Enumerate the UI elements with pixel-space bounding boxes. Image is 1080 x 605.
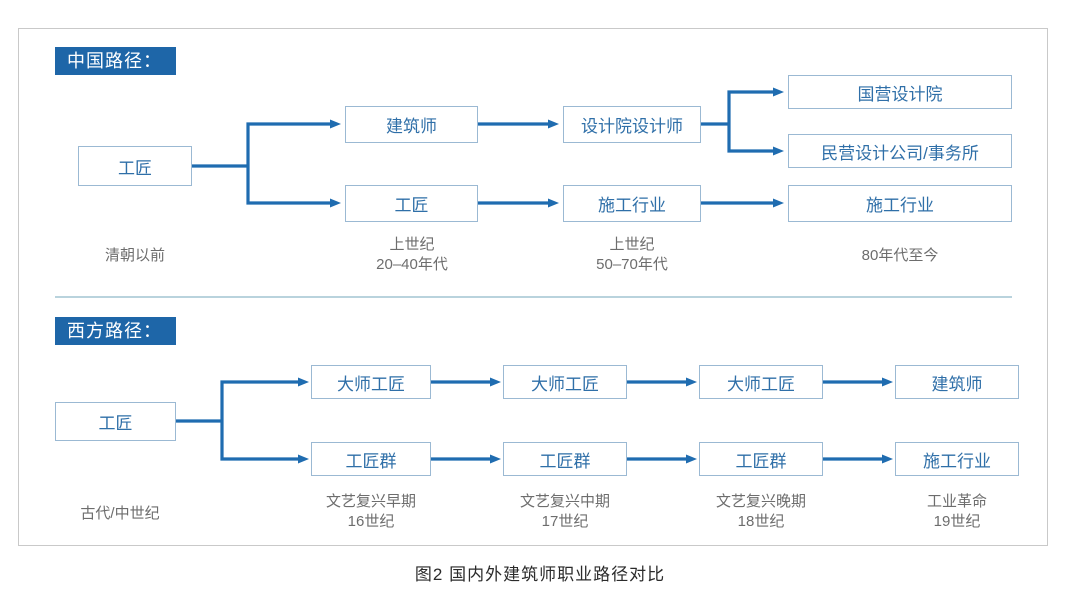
figure-caption: 图2 国内外建筑师职业路径对比 <box>414 565 666 584</box>
section-tag-china: 中国路径： <box>55 47 176 75</box>
node-w-guild-1[interactable]: 工匠群 <box>311 442 431 476</box>
era-cn-1950s-1970s: 上世纪 50–70年代 <box>596 236 668 273</box>
era-cn-1980s-present: 80年代至今 <box>861 247 939 264</box>
era-cn-1920s-1940s: 上世纪 20–40年代 <box>376 236 448 273</box>
era-w-industrial-revolution: 工业革命 19世纪 <box>926 493 987 530</box>
node-cn-construction-industry-mid[interactable]: 施工行业 <box>563 185 701 222</box>
node-w-construction-industry[interactable]: 施工行业 <box>895 442 1019 476</box>
node-w-origin-craftsman[interactable]: 工匠 <box>55 402 176 441</box>
node-cn-origin-craftsman[interactable]: 工匠 <box>78 146 192 186</box>
node-cn-state-design-institute[interactable]: 国营设计院 <box>788 75 1012 109</box>
era-cn-before-qing: 清朝以前 <box>104 247 165 264</box>
section-tag-west: 西方路径： <box>55 317 176 345</box>
node-w-master-craftsman-3[interactable]: 大师工匠 <box>699 365 823 399</box>
node-w-guild-2[interactable]: 工匠群 <box>503 442 627 476</box>
node-cn-private-design-firm[interactable]: 民营设计公司/事务所 <box>788 134 1012 168</box>
node-w-master-craftsman-2[interactable]: 大师工匠 <box>503 365 627 399</box>
node-w-guild-3[interactable]: 工匠群 <box>699 442 823 476</box>
node-cn-craftsman[interactable]: 工匠 <box>345 185 478 222</box>
node-cn-construction-industry-now[interactable]: 施工行业 <box>788 185 1012 222</box>
section-divider <box>55 296 1012 298</box>
era-w-mid-renaissance: 文艺复兴中期 17世纪 <box>519 493 610 530</box>
node-cn-architect[interactable]: 建筑师 <box>345 106 478 143</box>
node-w-master-craftsman-1[interactable]: 大师工匠 <box>311 365 431 399</box>
node-w-architect[interactable]: 建筑师 <box>895 365 1019 399</box>
era-w-early-renaissance: 文艺复兴早期 16世纪 <box>325 493 416 530</box>
era-w-ancient-medieval: 古代/中世纪 <box>80 505 160 522</box>
node-cn-institute-designer[interactable]: 设计院设计师 <box>563 106 701 143</box>
era-w-late-renaissance: 文艺复兴晚期 18世纪 <box>715 493 806 530</box>
